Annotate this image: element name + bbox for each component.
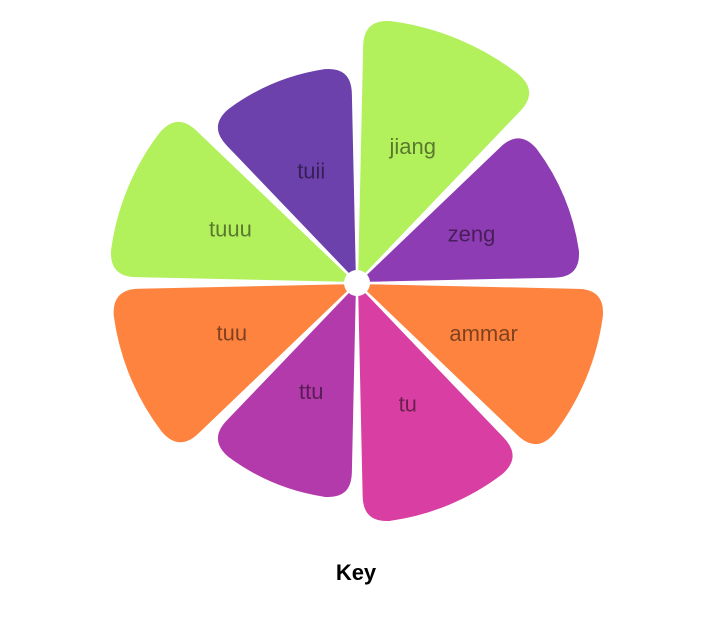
- slice-label-tuuu: tuuu: [209, 216, 252, 241]
- slice-label-tuu: tuu: [216, 321, 247, 346]
- slice-label-jiang: jiang: [389, 134, 436, 159]
- slice-label-tuii: tuii: [297, 158, 325, 183]
- slice-ammar[interactable]: [364, 282, 605, 447]
- legend-title: Key: [335, 560, 377, 585]
- slice-ttu[interactable]: [215, 290, 358, 499]
- slice-tuuu[interactable]: [109, 119, 350, 284]
- slice-tuu[interactable]: [111, 282, 350, 445]
- slice-label-tu: tu: [399, 391, 417, 416]
- slice-tu[interactable]: [356, 290, 515, 523]
- slice-tuii[interactable]: [215, 67, 358, 276]
- slice-zeng[interactable]: [364, 136, 581, 284]
- slice-jiang[interactable]: [356, 19, 532, 276]
- slice-label-ttu: ttu: [299, 379, 323, 404]
- slice-label-ammar: ammar: [449, 321, 517, 346]
- slice-label-zeng: zeng: [448, 221, 496, 246]
